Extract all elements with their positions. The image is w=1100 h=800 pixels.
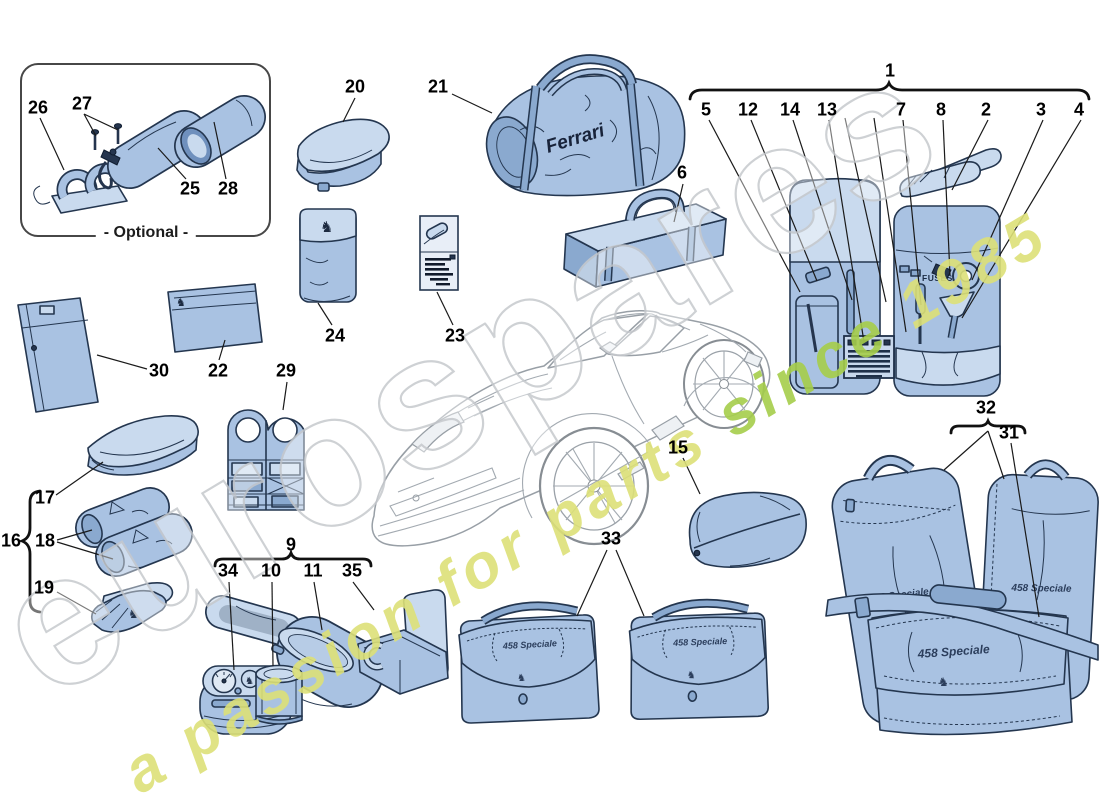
bracket-1	[688, 79, 1091, 101]
messenger-bag-left: 458 Speciale ♞	[458, 601, 600, 724]
callout-14: 14	[779, 99, 801, 120]
callout-23: 23	[444, 325, 466, 346]
kit-container	[271, 616, 384, 708]
callout-15: 15	[667, 437, 689, 458]
bracket-9	[213, 548, 373, 568]
document-pouch: ♞	[299, 208, 357, 303]
callout-22: 22	[207, 360, 229, 381]
callout-4: 4	[1073, 99, 1085, 120]
callout-34: 34	[217, 560, 239, 581]
prancing-horse-icon: ♞	[245, 676, 254, 687]
callout-19: 19	[33, 577, 55, 598]
callout-leader-lines	[39, 93, 1082, 671]
speciale-logo: 458 Speciale	[1010, 583, 1072, 595]
callout-18: 18	[34, 530, 56, 551]
callout-3: 3	[1035, 99, 1047, 120]
sealant-canister	[255, 664, 303, 725]
callout-17: 17	[34, 487, 56, 508]
kit-lid	[205, 595, 303, 647]
callout-2: 2	[980, 99, 992, 120]
cleaning-cloth	[87, 414, 199, 476]
fuses-area: FUSES	[899, 265, 953, 283]
helmet-bag	[688, 491, 807, 568]
optional-label: - Optional -	[95, 224, 197, 242]
callout-6: 6	[676, 162, 688, 183]
rear-wheel	[683, 339, 765, 429]
car-cover-bag: Ferrari	[485, 54, 686, 197]
callout-25: 25	[179, 178, 201, 199]
speciale-logo: 458 Speciale	[672, 636, 727, 648]
callout-21: 21	[427, 76, 449, 97]
tool-roll-right-panel	[893, 205, 1001, 397]
shoulder-bag: 458 Speciale ♞	[825, 584, 1099, 736]
work-gloves: ♞	[90, 582, 174, 633]
callout-28: 28	[217, 178, 239, 199]
callout-11: 11	[303, 560, 323, 581]
mounting-screws	[90, 123, 123, 150]
callout-5: 5	[700, 99, 712, 120]
callout-30: 30	[148, 360, 170, 381]
document-wallet: ♞	[167, 283, 263, 353]
work-gloves-on-roll	[899, 148, 1002, 198]
prancing-horse-icon: ♞	[320, 219, 333, 236]
car-cover-folded	[296, 118, 390, 192]
bracket-32	[949, 417, 1027, 435]
pliers-tool	[923, 255, 952, 280]
callout-29: 29	[275, 360, 297, 381]
prancing-horse-icon: ♞	[938, 675, 949, 689]
optional-kit-box	[20, 63, 271, 237]
prancing-horse-icon: ♞	[176, 297, 186, 309]
fuse-label-plate	[843, 335, 895, 379]
callout-12: 12	[737, 99, 759, 120]
callout-9: 9	[285, 534, 297, 555]
prancing-horse-icon: ♞	[517, 673, 526, 684]
funnel	[939, 291, 975, 339]
car-line-art	[371, 310, 771, 547]
callout-32: 32	[975, 397, 997, 418]
group-brackets	[18, 79, 1091, 614]
headrest-organizer	[227, 409, 305, 511]
callout-35: 35	[341, 560, 363, 581]
instruction-card	[419, 215, 459, 291]
owners-manual	[17, 297, 99, 413]
callout-7: 7	[895, 99, 907, 120]
shoulder-strap	[825, 592, 1099, 661]
fire-extinguisher	[98, 110, 207, 190]
bracket-16	[18, 489, 42, 614]
cover-rolls	[75, 487, 193, 577]
callout-8: 8	[935, 99, 947, 120]
ring-tool	[952, 262, 980, 290]
speciale-logo: 458 Speciale	[916, 642, 990, 661]
callout-16: 16	[0, 530, 22, 551]
callout-31: 31	[998, 422, 1020, 443]
speciale-logo: 458 Speciale	[502, 638, 557, 651]
messenger-bag-right: 458 Speciale ♞	[628, 598, 769, 721]
callout-13: 13	[816, 99, 838, 120]
prancing-horse-icon: ♞	[687, 670, 696, 681]
tool-pocket-band	[895, 345, 1001, 386]
kit-holder	[357, 589, 449, 695]
front-wheel	[538, 426, 650, 546]
callout-33: 33	[600, 528, 622, 549]
callout-10: 10	[260, 560, 282, 581]
callout-20: 20	[344, 76, 366, 97]
prancing-horse-icon: ♞	[128, 607, 139, 621]
callout-24: 24	[324, 325, 346, 346]
extinguisher-case	[174, 95, 266, 168]
callout-1: 1	[884, 60, 896, 81]
tool-case	[563, 188, 727, 288]
fuses-label: FUSES	[922, 273, 953, 283]
callout-27: 27	[71, 93, 93, 114]
callout-26: 26	[27, 97, 49, 118]
